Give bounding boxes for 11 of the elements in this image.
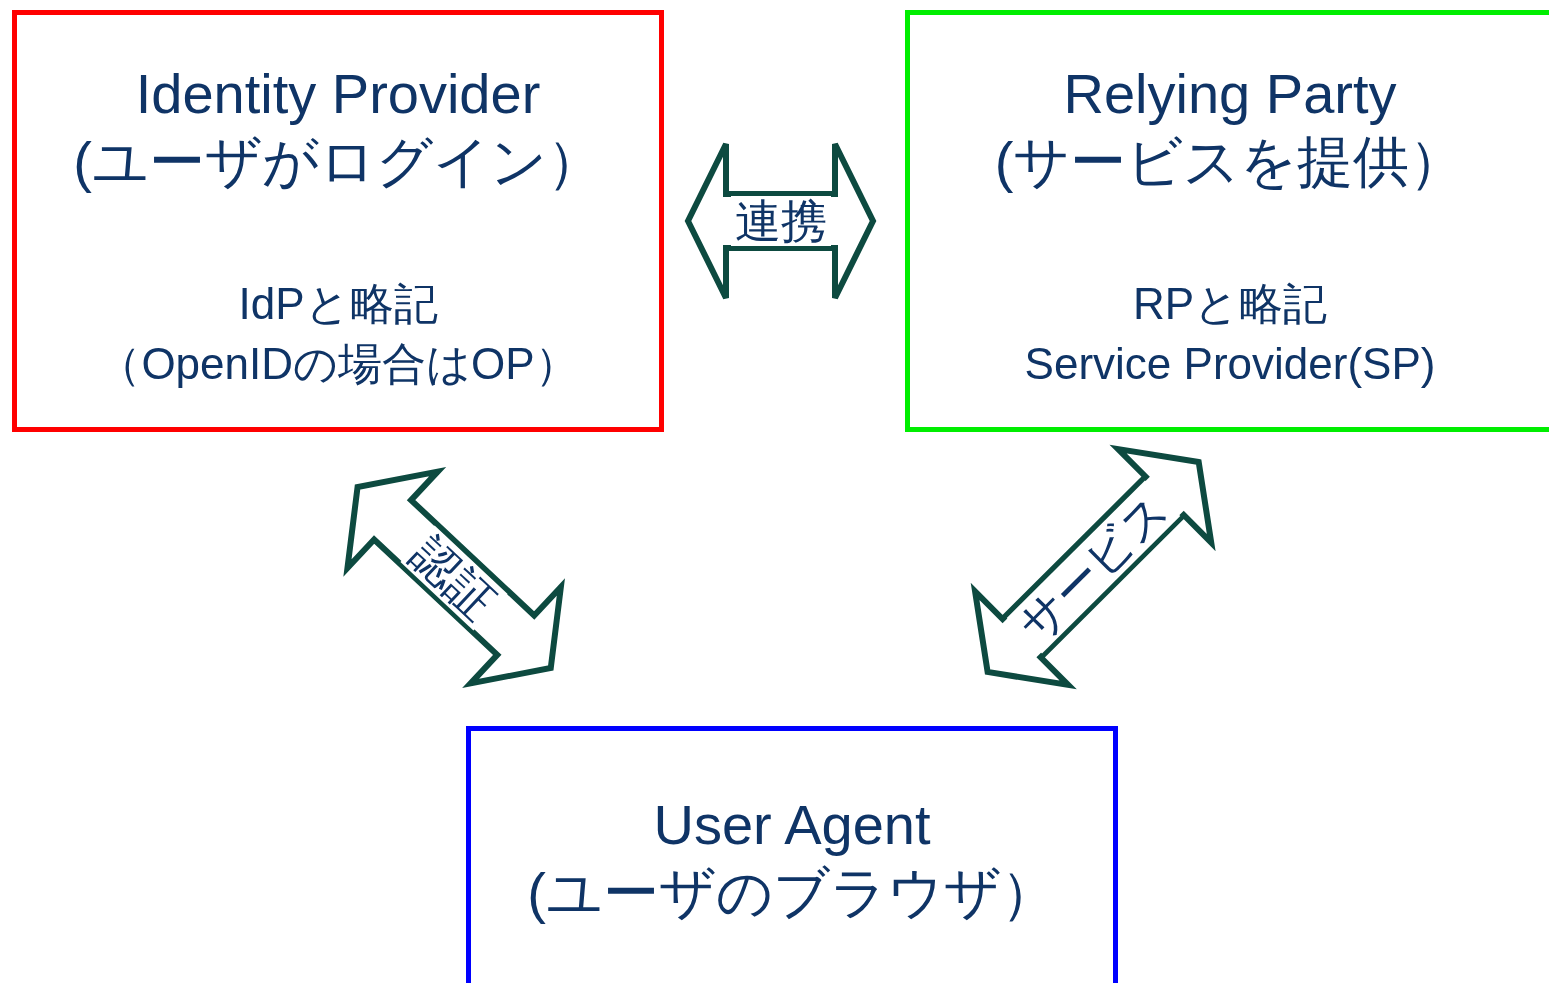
- entity-note: Service Provider(SP): [1023, 338, 1437, 390]
- entity-box: [12, 10, 664, 432]
- entity-note: RPと略記: [1131, 278, 1329, 330]
- edge-label: 連携: [730, 196, 831, 246]
- entity-title: User Agent (ユーザのブラウザ）: [526, 792, 1058, 927]
- entity-note: IdPと略記: [237, 278, 439, 330]
- entity-title: Relying Party (サービスを提供）: [993, 61, 1467, 196]
- entity-note: （OpenIDの場合はOP）: [96, 338, 580, 390]
- entity-box: [466, 726, 1118, 983]
- entity-title: Identity Provider (ユーザがログイン）: [72, 61, 604, 196]
- entity-box: [905, 10, 1549, 432]
